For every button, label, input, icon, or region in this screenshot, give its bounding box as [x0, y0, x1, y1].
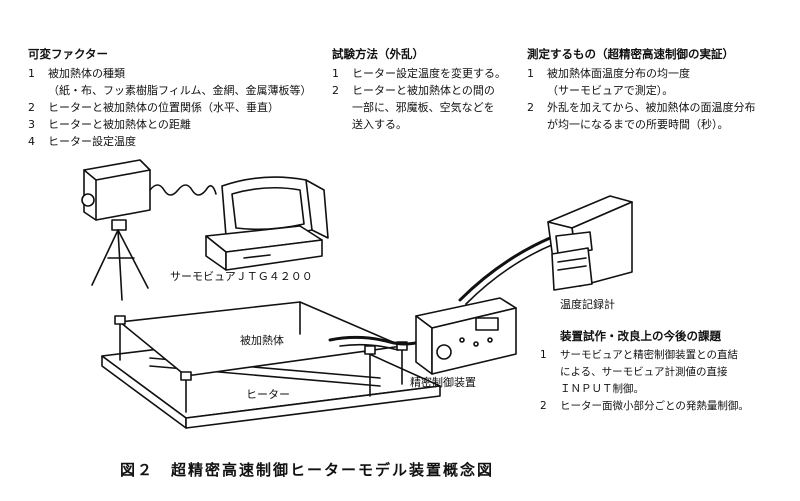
list-item: 一部に、邪魔板、空気などを	[352, 101, 495, 114]
test-method-heading: 試験方法（外乱）	[332, 47, 424, 61]
thermoviewer-base-unit	[205, 225, 323, 271]
heated-body-plate	[114, 301, 408, 413]
variable-factors-heading: 可変ファクター	[28, 47, 109, 61]
thermoviewer-label: サーモビュアＪＴＧ４２００	[170, 270, 313, 283]
list-item: 送入する。	[352, 118, 407, 131]
improvements-heading: 装置試作・改良上の今後の課題	[560, 329, 721, 343]
list-item: （紙・布、フッ素樹脂フィルム、金網、金属薄板等）	[48, 84, 312, 97]
heated-body-label: 被加熱体	[240, 334, 284, 347]
list-item: ＩＮＰＵＴ制御。	[560, 383, 644, 395]
list-item: （サーモビュアで測定）。	[547, 84, 674, 97]
measured-heading: 測定するもの（超精密高速制御の実証）	[527, 47, 734, 61]
controller-label: 精密制御装置	[410, 376, 476, 389]
coiled-cable	[149, 184, 217, 196]
recorder-cable	[458, 236, 552, 302]
precision-controller	[415, 297, 517, 375]
thermoviewer-monitor	[221, 176, 329, 239]
temperature-recorder	[547, 195, 633, 291]
thermoviewer-camera	[81, 159, 151, 231]
recorder-label: 温度記録計	[560, 298, 615, 311]
tripod	[91, 229, 149, 301]
heater-label: ヒーター	[246, 388, 290, 401]
list-item: による、サーモビュア計測値の直接	[560, 366, 728, 378]
heater-cable	[328, 335, 422, 346]
figure-caption: 図２ 超精密高速制御ヒーターモデル装置概念図	[120, 461, 495, 479]
list-item: が均一になるまでの所要時間（秒）。	[547, 118, 729, 131]
